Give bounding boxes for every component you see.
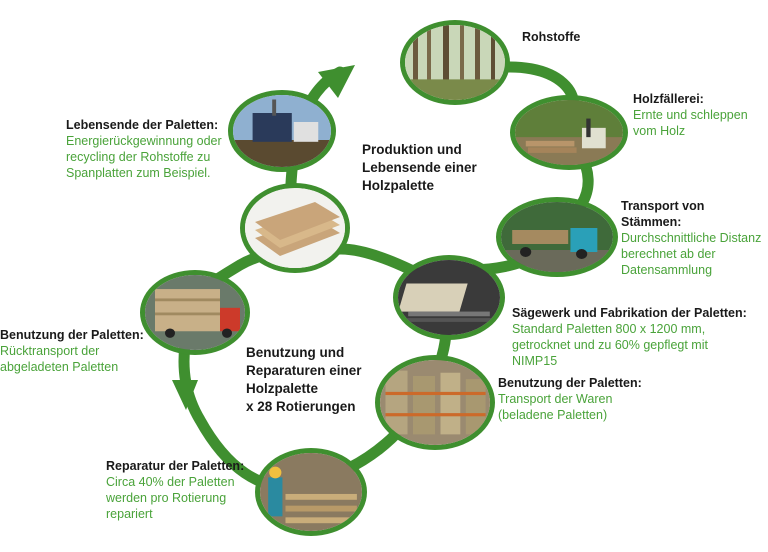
stage-title: Reparatur der Paletten: [106,459,245,473]
stage-raw-materials: Rohstoffe [522,29,580,45]
photo-logging [510,95,628,170]
stage-title: Benutzung der Paletten: [498,376,642,390]
stage-title: Benutzung der Paletten: [0,328,144,342]
photo-sawmill [393,255,505,340]
center-label-usage: Benutzung und Reparaturen einer Holzpale… [246,345,362,414]
stage-logging: Holzfällerei: Ernte und schleppen vom Ho… [633,92,748,138]
photo-pallet-truck [140,270,250,355]
arrow-up-head [318,65,355,98]
stage-usage-transport: Benutzung der Paletten: Transport der Wa… [498,376,642,422]
stage-end-of-life: Lebensende der Paletten: Energierückgewi… [66,118,222,180]
photo-log-truck [496,197,618,277]
stage-title: Rohstoffe [522,30,581,44]
arrow-down-head [172,380,198,410]
stage-sawmill: Sägewerk und Fabrikation der Paletten: S… [512,306,747,368]
photo-warehouse [375,355,495,450]
photo-pallet-repair [255,448,367,536]
center-label-production: Produktion und Lebensende einer Holzpale… [362,142,477,193]
stage-log-transport: Transport von Stämmen: Durchschnittliche… [621,198,768,278]
photo-particle-boards [240,183,350,273]
stage-repair: Reparatur der Paletten: Circa 40% der Pa… [106,459,245,521]
stage-title: Lebensende der Paletten: [66,118,219,132]
stage-title: Holzfällerei: [633,92,704,106]
photo-forest [400,20,510,105]
stage-title: Sägewerk und Fabrikation der Paletten: [512,306,747,320]
photo-recycling-plant [228,90,336,172]
stage-usage-return: Benutzung der Paletten: Rücktransport de… [0,328,144,374]
stage-title: Transport von Stämmen: [621,199,705,229]
